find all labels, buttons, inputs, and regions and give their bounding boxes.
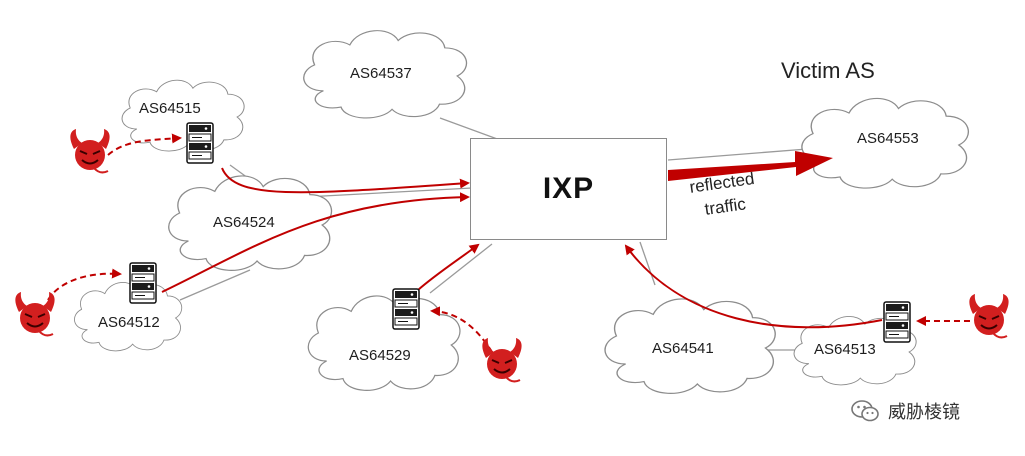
link-ixp-as64553 <box>667 147 821 161</box>
label-as64529: AS64529 <box>349 347 411 364</box>
attack-path-as64529 <box>417 243 480 291</box>
attack-paths <box>161 167 883 329</box>
label-as64553: AS64553 <box>857 130 919 147</box>
gray-links <box>179 117 821 351</box>
attacker-devil-icon <box>69 128 111 174</box>
ixp-box: IXP <box>470 138 667 240</box>
link-as64537-ixp <box>439 117 501 141</box>
link-as64541-ixp <box>639 241 656 286</box>
attacker-devil-icon <box>14 291 56 337</box>
server-icon <box>392 288 420 330</box>
wechat-logo-icon <box>851 400 879 422</box>
attack-path-as64513 <box>624 244 883 329</box>
reflected-traffic-arrow <box>668 151 833 181</box>
dashed-path-2 <box>47 268 122 301</box>
attacker-devil-icon <box>968 293 1010 339</box>
server-icon <box>186 122 214 164</box>
watermark: 威胁棱镜 <box>850 398 960 424</box>
reflected-traffic-label: reflected traffic <box>688 167 759 224</box>
link-as64524-ixp <box>304 187 473 198</box>
server-icon <box>129 262 157 304</box>
label-as64537: AS64537 <box>350 65 412 82</box>
label-as64524: AS64524 <box>213 214 275 231</box>
attack-path-as64515 <box>221 167 470 194</box>
dashed-path-1 <box>107 133 182 156</box>
victim-as-caption: Victim AS <box>781 58 875 83</box>
attacker-dashed-paths <box>47 133 970 353</box>
label-as64541: AS64541 <box>652 340 714 357</box>
label-as64513: AS64513 <box>814 341 876 358</box>
link-as64512-as64524 <box>179 269 251 301</box>
cloud-as64529 <box>307 295 461 391</box>
server-icon <box>883 301 911 343</box>
label-as64515: AS64515 <box>139 100 201 117</box>
attacker-devil-icon <box>481 337 523 383</box>
ixp-label: IXP <box>542 172 595 205</box>
link-as64529-ixp <box>429 243 493 294</box>
watermark-text: 威胁棱镜 <box>888 402 960 423</box>
label-as64512: AS64512 <box>98 314 160 331</box>
attack-path-as64512 <box>161 192 470 293</box>
